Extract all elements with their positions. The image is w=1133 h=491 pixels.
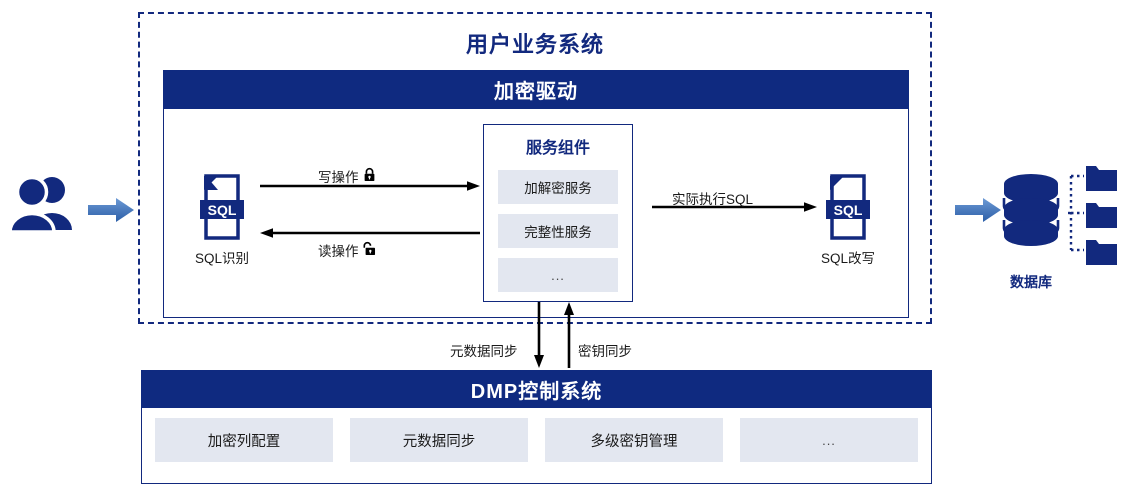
sql-rewrite-caption: SQL改写 [820, 251, 875, 266]
database-caption: 数据库 [1010, 274, 1052, 290]
read-flow-label-group: 读操作 [318, 240, 376, 260]
service-item-encrypt-decrypt[interactable]: 加解密服务 [498, 170, 618, 204]
dmp-tile-label: 多级密钥管理 [590, 433, 678, 450]
users-group-icon [8, 172, 76, 234]
key-sync-arrow [562, 302, 576, 368]
metadata-sync-arrow [532, 302, 546, 368]
block-arrow-right-inbound [88, 196, 134, 224]
service-item-label: ... [551, 267, 565, 283]
execute-sql-label: 实际执行SQL [672, 192, 754, 207]
dmp-tile-multilevel-key-management[interactable]: 多级密钥管理 [545, 418, 723, 462]
read-flow-label: 读操作 [318, 244, 359, 259]
dmp-tile-encrypt-column-config[interactable]: 加密列配置 [155, 418, 333, 462]
service-item-label: 完整性服务 [524, 225, 592, 240]
lock-open-icon [362, 241, 376, 259]
encryption-driver-header: 加密驱动 [163, 70, 909, 109]
sql-file-icon-left: SQL [194, 174, 250, 245]
execute-sql-flow-arrow [652, 200, 817, 212]
write-flow-arrow [260, 179, 480, 191]
lock-closed-icon [363, 167, 376, 185]
read-flow-arrow [260, 226, 480, 238]
service-item-integrity[interactable]: 完整性服务 [498, 214, 618, 248]
folder-tree-group [1068, 160, 1120, 266]
write-flow-label: 写操作 [318, 170, 359, 185]
dmp-tile-more[interactable]: ... [740, 418, 918, 462]
service-item-more[interactable]: ... [498, 258, 618, 292]
block-arrow-right-outbound [955, 196, 1001, 224]
dmp-control-system-header: DMP控制系统 [141, 370, 932, 408]
svg-text:SQL: SQL [834, 202, 863, 218]
execute-sql-label-group: 实际执行SQL [672, 188, 753, 208]
dmp-tile-metadata-sync[interactable]: 元数据同步 [350, 418, 528, 462]
user-business-system-title: 用户业务系统 [465, 32, 604, 57]
service-component-title: 服务组件 [525, 140, 590, 157]
database-cylinder-icon [1000, 172, 1062, 248]
sql-identify-caption: SQL识别 [194, 251, 249, 266]
dmp-tile-label: 加密列配置 [207, 433, 281, 450]
svg-text:SQL: SQL [208, 202, 237, 218]
write-flow-label-group: 写操作 [318, 166, 376, 186]
sql-file-icon-right: SQL [820, 174, 876, 245]
dmp-tile-label: 元数据同步 [402, 433, 476, 450]
folder-icon [1086, 166, 1117, 265]
service-item-label: 加解密服务 [524, 181, 592, 196]
key-sync-label: 密钥同步 [578, 344, 632, 359]
metadata-sync-label: 元数据同步 [450, 344, 518, 359]
dmp-tile-label: ... [822, 432, 836, 448]
